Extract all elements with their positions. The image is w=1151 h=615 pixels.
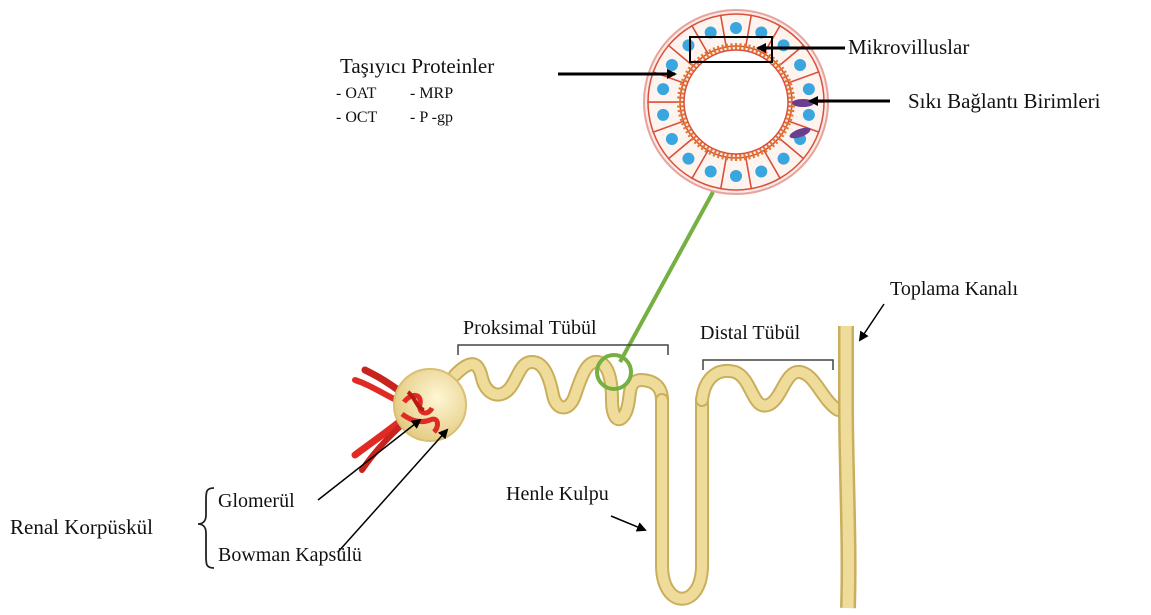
- collecting-duct-label: Toplama Kanalı: [890, 278, 1018, 300]
- loop-of-henle-edge: [662, 400, 702, 599]
- microvillus: [731, 43, 732, 50]
- cell-nucleus: [794, 59, 806, 71]
- tight-junctions-label: Sıkı Bağlantı Birimleri: [908, 89, 1101, 113]
- cell-nucleus: [666, 133, 678, 145]
- microvillus: [744, 153, 745, 160]
- cell-nucleus: [657, 109, 669, 121]
- microvillus: [727, 153, 728, 160]
- cell-nucleus: [778, 39, 790, 51]
- tubule-cross-section: [644, 10, 828, 194]
- cell-nucleus: [730, 170, 742, 182]
- microvillus: [788, 106, 795, 107]
- cell-nucleus: [730, 22, 742, 34]
- cell-nucleus: [682, 39, 694, 51]
- microvilli-label: Mikrovilluslar: [848, 35, 969, 59]
- cell-nucleus: [682, 153, 694, 165]
- microvillus: [740, 154, 741, 161]
- loop-of-henle-label: Henle Kulpu: [506, 483, 609, 505]
- glomerulus-arrow: [318, 420, 420, 500]
- renal-corpuscle-brace: [198, 488, 214, 568]
- transporter-pgp: - P -gp: [410, 109, 453, 126]
- collecting-duct-arrow: [860, 304, 884, 340]
- transporter-oat: - OAT: [336, 85, 377, 102]
- cell-nucleus: [666, 59, 678, 71]
- distal-tubule-label: Distal Tübül: [700, 322, 801, 344]
- microvillus: [731, 154, 732, 161]
- cell-nucleus: [803, 109, 815, 121]
- microvillus: [744, 44, 745, 51]
- microvillus: [788, 97, 795, 98]
- nephron-tube: [455, 326, 849, 608]
- tubule-lumen: [684, 50, 788, 154]
- proximal-tubule-label: Proksimal Tübül: [463, 317, 597, 339]
- microvillus: [678, 110, 685, 111]
- microvillus: [787, 110, 794, 111]
- cell-nucleus: [803, 83, 815, 95]
- collecting-duct: [846, 326, 849, 608]
- microvillus: [677, 97, 684, 98]
- cell-nucleus: [705, 166, 717, 178]
- transporter-mrp: - MRP: [410, 85, 453, 102]
- bowman-capsule-arrow: [338, 430, 447, 552]
- cell-nucleus: [657, 83, 669, 95]
- microvillus: [678, 93, 685, 94]
- glomerulus-label: Glomerül: [218, 490, 295, 512]
- bowman-capsule-graphic: [394, 369, 466, 441]
- cell-nucleus: [778, 153, 790, 165]
- renal-corpuscle-graphic: [355, 369, 466, 470]
- microvillus: [677, 106, 684, 107]
- microvillus: [740, 43, 741, 50]
- microvillus: [727, 44, 728, 51]
- cell-nucleus: [755, 166, 767, 178]
- transporters-title: Taşıyıcı Proteinler: [340, 54, 494, 78]
- renal-corpuscle-label: Renal Korpüskül: [10, 515, 153, 539]
- transporter-oct: - OCT: [336, 109, 378, 126]
- proximal-bracket: [458, 345, 668, 355]
- bowman-capsule-label: Bowman Kapsülü: [218, 544, 362, 566]
- henle-arrow: [611, 516, 645, 530]
- microvillus: [787, 93, 794, 94]
